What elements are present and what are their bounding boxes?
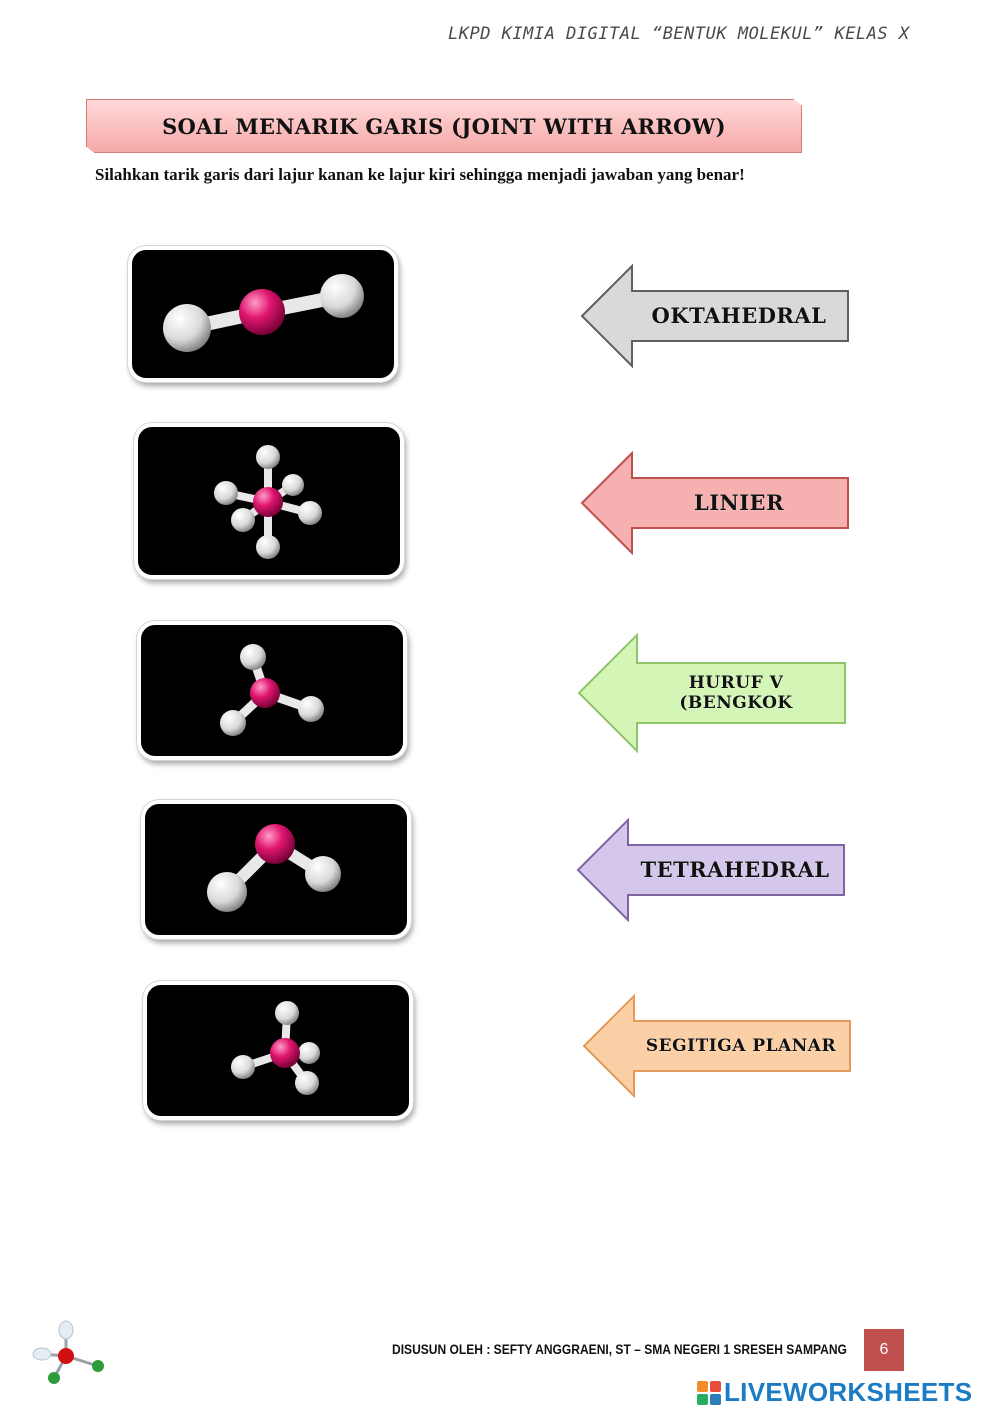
molecule-card-octahedral[interactable]	[134, 423, 404, 579]
answer-arrow-linier[interactable]: LINIER	[580, 451, 850, 555]
answer-label: OKTAHEDRAL	[651, 303, 827, 329]
answer-label-huruf-v: HURUF V (BENGKOK	[625, 633, 847, 753]
title-banner: SOAL MENARIK GARIS (JOINT WITH ARROW)	[86, 99, 802, 153]
answer-arrow-oktahedral[interactable]: OKTAHEDRAL	[580, 264, 850, 368]
page-number: 6	[864, 1329, 904, 1371]
answer-arrow-tetrahedral[interactable]: TETRAHEDRAL	[576, 818, 846, 922]
tetrahedral-molecule-icon	[231, 1001, 320, 1095]
molecule-logo-icon	[32, 1320, 104, 1384]
author-credit: DISUSUN OLEH : SEFTY ANGGRAENI, ST – SMA…	[392, 1341, 847, 1357]
liveworksheets-logo-icon	[697, 1380, 721, 1405]
liveworksheets-brand[interactable]: LIVEWORKSHEETS	[697, 1377, 972, 1408]
answer-arrow-huruf-v[interactable]: HURUF V (BENGKOK	[577, 633, 847, 753]
answer-arrow-segitiga-planar[interactable]: SEGITIGA PLANAR	[582, 994, 852, 1098]
brand-text: LIVEWORKSHEETS	[724, 1377, 973, 1407]
linear-molecule-icon	[163, 274, 364, 352]
answer-label-line1: HURUF V	[688, 672, 784, 693]
worksheet-title: SOAL MENARIK GARIS (JOINT WITH ARROW)	[162, 113, 726, 139]
answer-label: LINIER	[693, 490, 785, 516]
bent-molecule-icon	[207, 824, 341, 912]
answer-label-line2: (BENGKOK	[679, 693, 793, 713]
document-header: LKPD KIMIA DIGITAL “BENTUK MOLEKUL” KELA…	[448, 24, 910, 44]
answer-label: SEGITIGA PLANAR	[645, 1035, 837, 1056]
molecule-card-linear[interactable]	[128, 246, 398, 382]
molecule-card-trigonal-planar[interactable]	[137, 621, 407, 760]
answer-label: TETRAHEDRAL	[640, 857, 830, 883]
octahedral-molecule-icon	[214, 445, 322, 559]
instruction-text: Silahkan tarik garis dari lajur kanan ke…	[95, 165, 745, 184]
trigonal-planar-molecule-icon	[220, 644, 324, 736]
molecule-card-bent[interactable]	[141, 800, 411, 939]
molecule-card-tetrahedral[interactable]	[143, 981, 413, 1120]
